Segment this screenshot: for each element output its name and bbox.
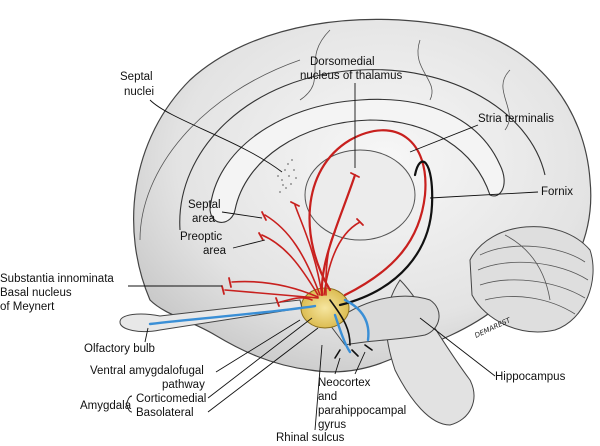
label-dorsomedial-line1: Dorsomedial: [310, 56, 375, 68]
stria-terminalis-tract: [308, 129, 427, 297]
efferent-terminals: [221, 172, 364, 307]
amygdala-afferents: [148, 298, 370, 354]
label-stria-terminalis: Stria terminalis: [478, 113, 554, 125]
label-fornix: Fornix: [541, 186, 573, 198]
label-neocortex-line1: Neocortex: [318, 377, 371, 389]
leader-fornix: [429, 191, 539, 199]
leader-septal-area: [221, 211, 263, 219]
leader-basolateral: [207, 327, 319, 413]
leader-corticomedial: [207, 317, 313, 399]
label-olfactory-bulb: Olfactory bulb: [84, 343, 155, 355]
label-dorsomedial-line2: nucleus of thalamus: [300, 70, 403, 82]
olfactory-bulb-shape: [119, 299, 303, 333]
label-septal-nuclei-line1: Septal: [120, 71, 153, 83]
label-neocortex-line4: gyrus: [318, 419, 346, 431]
amygdala-brace: [125, 395, 133, 413]
leader-neocortex-a: [334, 357, 341, 375]
label-preoptic-line1: Preoptic: [180, 231, 222, 243]
cerebellum: [469, 226, 594, 333]
label-basolateral: Basolateral: [136, 407, 194, 419]
leader-olfactory-bulb: [144, 327, 149, 343]
label-substantia-line3: of Meynert: [0, 301, 55, 313]
label-septal-area-line1: Septal: [188, 199, 221, 211]
leader-stria-terminalis: [409, 124, 479, 153]
label-septal-area-line2: area: [192, 213, 216, 225]
label-corticomedial: Corticomedial: [136, 393, 206, 405]
label-ventral-line1: Ventral amygdalofugal: [90, 365, 204, 377]
leader-rhinal-sulcus: [314, 344, 323, 431]
cingulate-gyrus-outline: [179, 69, 546, 231]
leader-hippocampus: [419, 317, 496, 377]
label-rhinal-sulcus: Rhinal sulcus: [276, 432, 345, 444]
label-hippocampus: Hippocampus: [495, 371, 566, 383]
label-ventral-line2: pathway: [162, 379, 205, 391]
label-substantia-line1: Substantia innominata: [0, 273, 114, 285]
leader-neocortex-b: [354, 351, 366, 375]
label-preoptic-line2: area: [203, 245, 227, 257]
label-neocortex-line3: parahippocampal: [318, 405, 406, 417]
leader-preoptic: [232, 239, 266, 249]
leader-septal-nuclei: [149, 99, 283, 173]
label-neocortex-line2: and: [318, 391, 337, 403]
label-amygdala: Amygdala: [80, 400, 132, 412]
leader-ventral: [215, 319, 301, 373]
label-substantia-line2: Basal nucleus: [0, 287, 72, 299]
fornix-tract: [338, 160, 434, 307]
septal-nuclei-stipple: [277, 159, 297, 193]
amygdala-efferents: [224, 173, 361, 303]
neocortex-inputs: [329, 299, 373, 359]
label-septal-nuclei-line2: nuclei: [124, 86, 154, 98]
thalamus: [304, 149, 416, 241]
